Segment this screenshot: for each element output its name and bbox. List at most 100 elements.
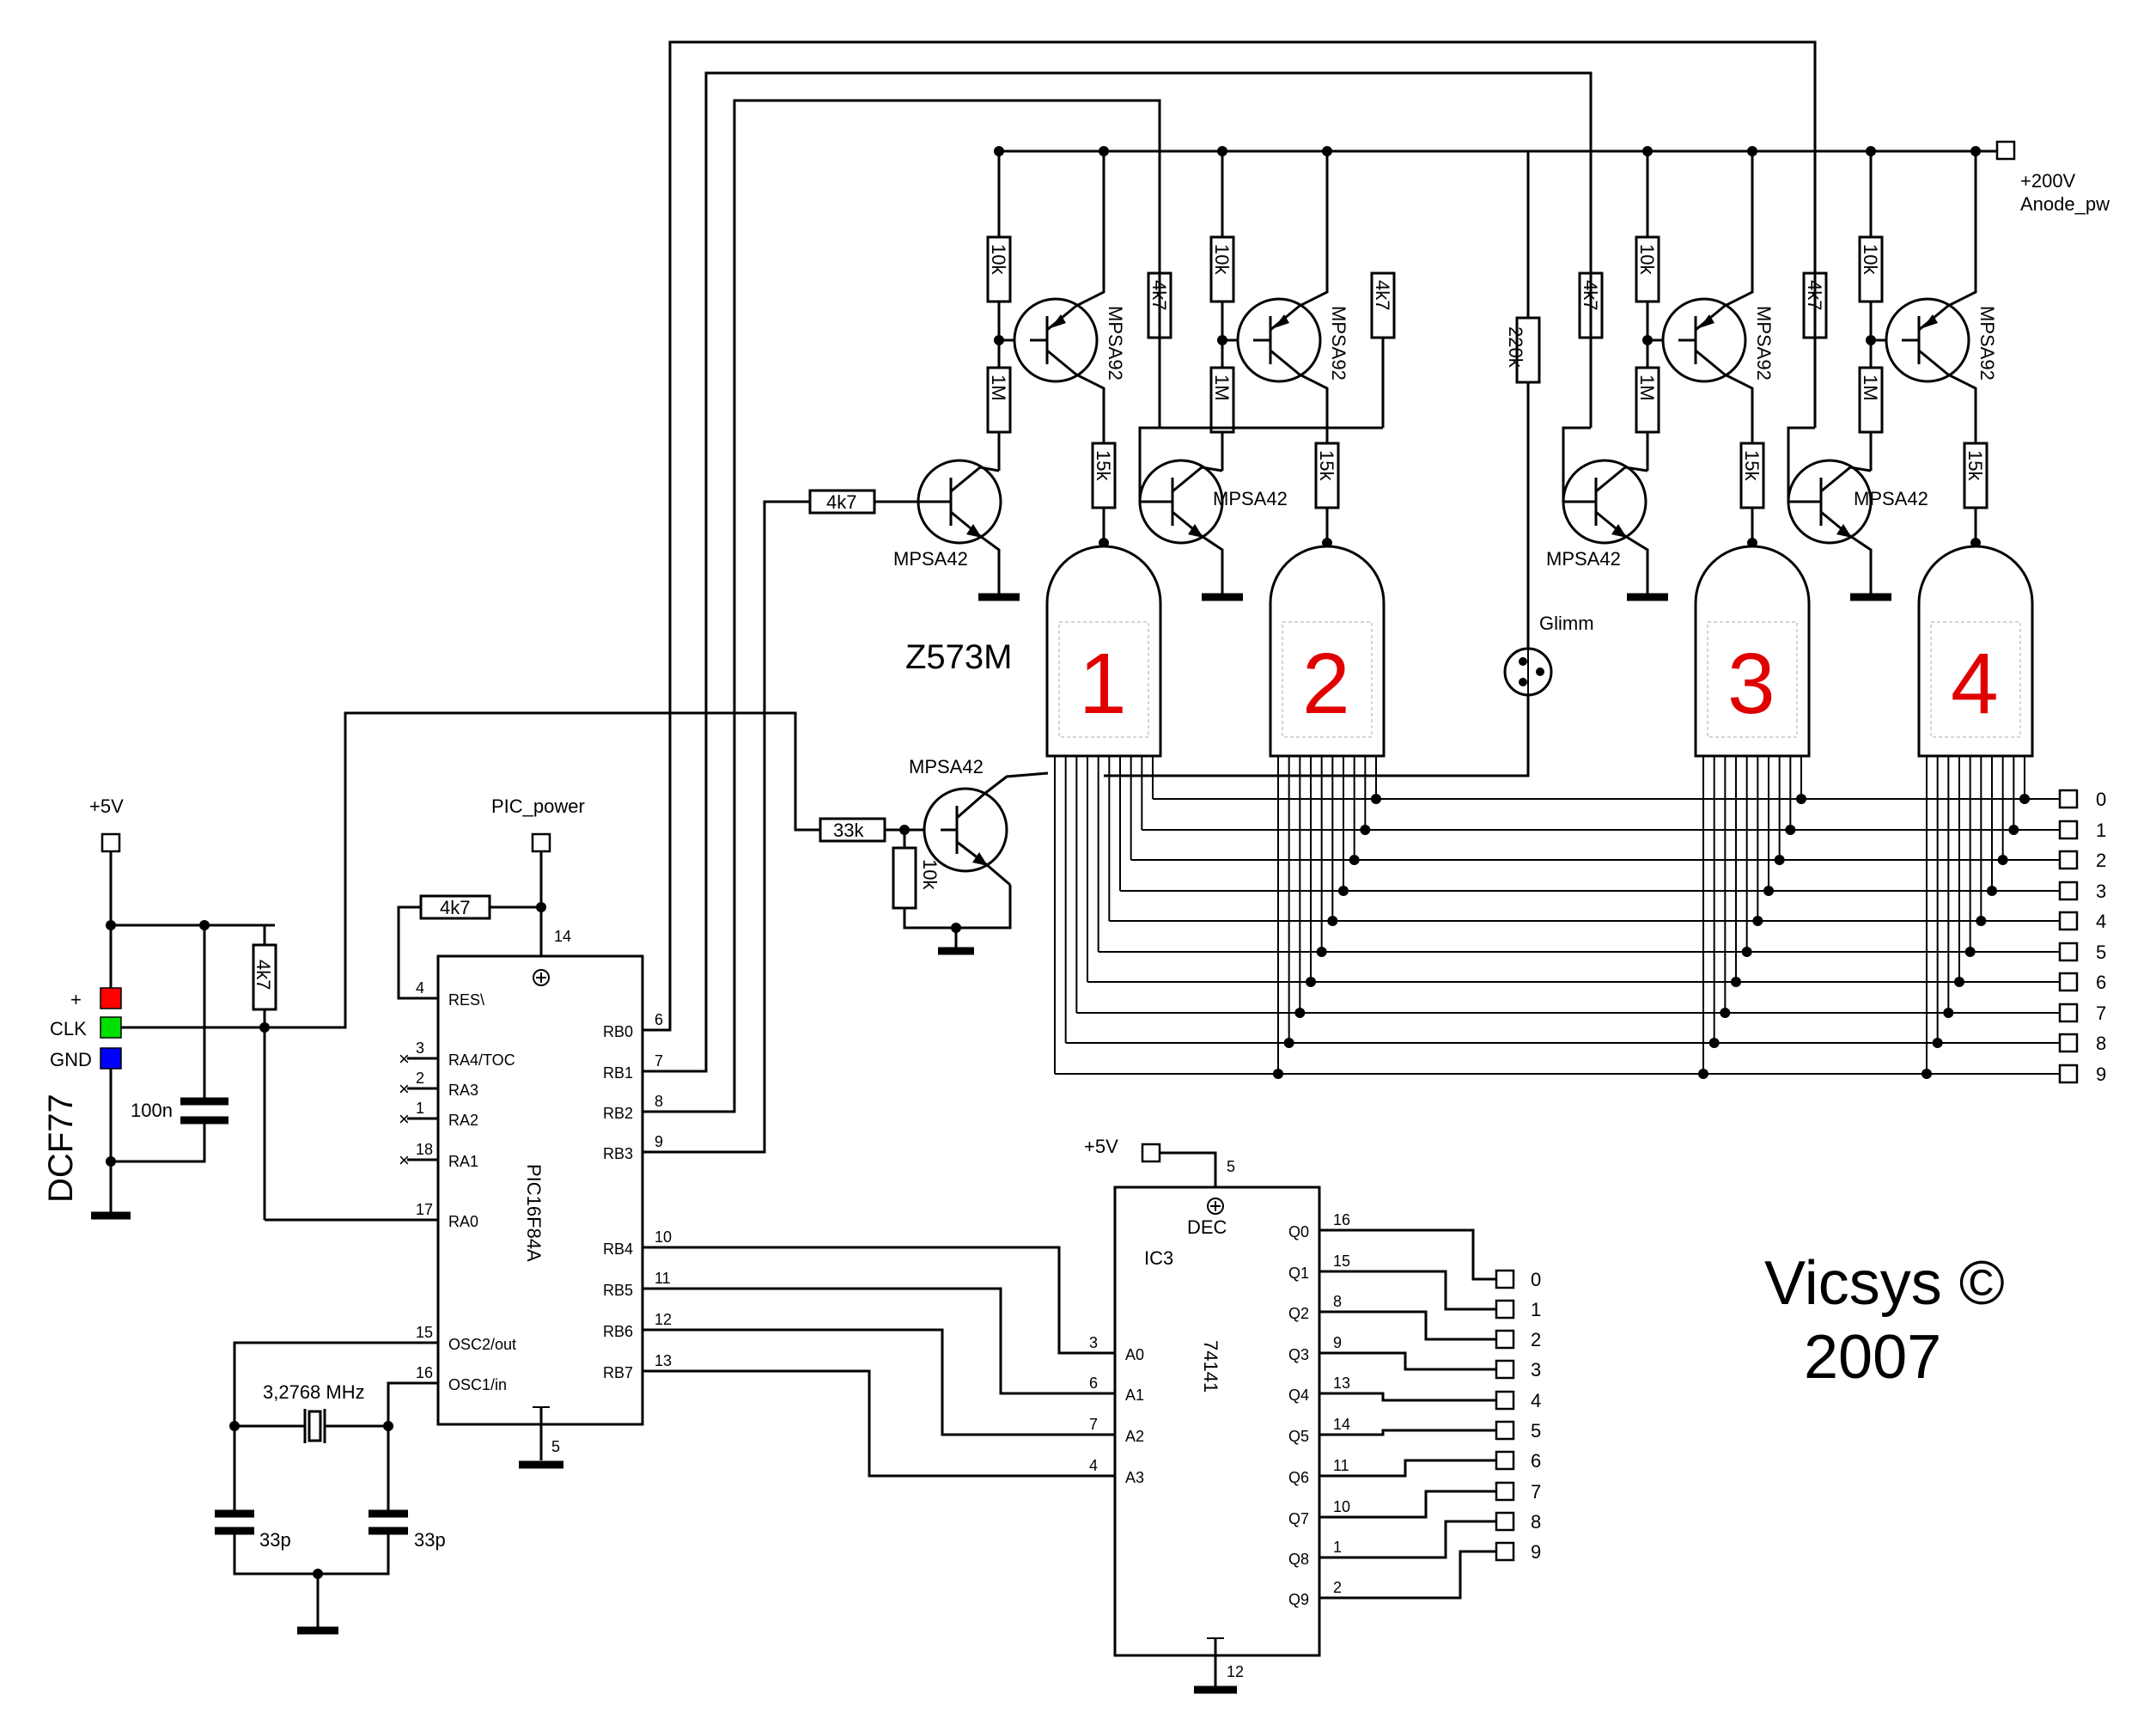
addr-wire-3	[643, 1369, 1115, 1478]
cathode-terminal-5	[2058, 942, 2079, 962]
dec-out-pin-num-3: 9	[1333, 1334, 1342, 1351]
dcf77-label: DCF77	[42, 1094, 80, 1203]
decoder-ref: IC3	[1144, 1247, 1173, 1269]
dec-in-pin-num-1: 6	[1089, 1375, 1098, 1392]
dec-terminal-label-1: 1	[1531, 1299, 1541, 1320]
cathode-terminal-label-3: 3	[2096, 881, 2106, 902]
r-15k-2-label: 15k	[1316, 450, 1337, 481]
r-1m-1-label: 1M	[988, 375, 1009, 401]
pic-left-pin-name-4: RA1	[448, 1153, 478, 1170]
r-10k-blank	[892, 846, 917, 910]
dec-terminal-6	[1495, 1450, 1515, 1471]
tube-window-4	[1930, 621, 2021, 738]
pic-name: PIC16F84A	[523, 1164, 545, 1262]
r-1m-4-label: 1M	[1860, 375, 1881, 401]
tube-cathodes-1	[1054, 756, 1154, 1074]
dcf-gnd-pad	[100, 1047, 122, 1070]
cathode-terminal-label-1: 1	[2096, 820, 2106, 841]
dec-in-pin-num-3: 4	[1089, 1457, 1098, 1474]
cathode-terminal-label-9: 9	[2096, 1064, 2106, 1085]
r-220k	[1515, 316, 1541, 384]
pic-vss-pin-num: 5	[551, 1438, 560, 1455]
crystal	[308, 1410, 322, 1442]
dec-vcc-label: +5V	[1084, 1136, 1118, 1157]
pic-right-pin-num-5: 11	[655, 1270, 671, 1287]
dec-in-pin-num-2: 7	[1089, 1416, 1098, 1433]
wire	[1947, 373, 1977, 443]
addr-wire-1	[643, 1287, 1115, 1395]
pic-right-pin-name-5: RB5	[603, 1282, 633, 1299]
hv-terminal	[1995, 140, 2016, 161]
pic16f84a: PIC_power 4k7 14 PIC16F84A 5 4RES\×3RA4/…	[397, 795, 672, 1469]
pic-left-pin-name-7: OSC1/in	[448, 1376, 507, 1393]
hv-label: +200V	[2020, 170, 2076, 192]
dec-out-pin-num-1: 15	[1333, 1253, 1350, 1270]
hv-rail: +200V Anode_pw	[999, 140, 2110, 215]
npn-arrow	[966, 524, 982, 538]
r-220k-label: 220k	[1505, 326, 1526, 369]
dec-out-pin-name-1: Q1	[1288, 1265, 1309, 1282]
dcf-plus-pad	[100, 987, 122, 1009]
dec-out-wire-1	[1319, 1270, 1496, 1311]
dec-terminal-7	[1495, 1481, 1515, 1502]
nixie-tube-4	[1917, 545, 2034, 758]
pic-left-pin-num-6: 15	[416, 1324, 433, 1341]
dec-terminal-label-2: 2	[1531, 1329, 1541, 1350]
r-15k-1	[1091, 442, 1117, 509]
tube-window-2	[1282, 621, 1373, 738]
pic-right-pin-name-2: RB2	[603, 1105, 633, 1122]
pic-right-pin-name-6: RB6	[603, 1323, 633, 1340]
dec-out-wire-2	[1319, 1310, 1496, 1341]
dec-out-pin-num-7: 10	[1333, 1498, 1350, 1515]
cathode-terminal-label-6: 6	[2096, 972, 2106, 993]
dec-out-wire-6	[1319, 1459, 1496, 1478]
wire	[1172, 466, 1203, 493]
npn-label-3: MPSA42	[1546, 548, 1621, 570]
no-connect-mark: ×	[399, 1108, 410, 1130]
dec-out-pin-name-6: Q6	[1288, 1469, 1309, 1486]
dec-out-wire-9	[1319, 1550, 1496, 1600]
dcf77-section: +5V 100n 4k7 + CLK GND DCF77	[42, 795, 438, 1222]
blank-transistor-label: MPSA42	[909, 756, 984, 777]
r-1m-2-label: 1M	[1211, 375, 1233, 401]
npn-label-4: MPSA42	[1854, 488, 1928, 509]
pnp-transistor-4	[1885, 297, 1970, 383]
dcf-clk-pad	[100, 1016, 122, 1039]
r-15k-3-label: 15k	[1741, 450, 1763, 481]
pic-right-pin-num-6: 12	[655, 1311, 672, 1328]
copyright-text: Vicsys ©	[1764, 1249, 2005, 1318]
wire	[1201, 466, 1223, 472]
pnp-label-1: MPSA92	[1105, 306, 1126, 381]
npn-arrow	[1836, 524, 1852, 538]
vcc-label: +5V	[89, 795, 124, 817]
dec-terminal-3	[1495, 1359, 1515, 1380]
wire	[1075, 373, 1105, 443]
dec-out-pin-num-8: 1	[1333, 1539, 1342, 1556]
blanking-stage: 33k 10k MPSA42	[275, 711, 1049, 1029]
dec-terminal-label-5: 5	[1531, 1420, 1541, 1442]
dec-in-pin-name-0: A0	[1125, 1346, 1144, 1363]
wire	[1849, 534, 1873, 594]
r-33k-label: 33k	[833, 820, 864, 841]
pic-left-pin-num-3: 1	[416, 1100, 424, 1117]
wire	[1201, 534, 1224, 594]
pic-left-pins: 4RES\×3RA4/TOC×2RA3×1RA2×18RA117RA015OSC…	[399, 979, 516, 1393]
no-connect-mark: ×	[399, 1149, 410, 1171]
dec-gnd-pin: 12	[1227, 1663, 1244, 1680]
wire	[1270, 349, 1300, 376]
dec-out-pin-name-7: Q7	[1288, 1510, 1309, 1527]
vcc-terminal	[100, 832, 121, 853]
r-4k7-2-label: 4k7	[1372, 280, 1393, 310]
cathode-terminal-0	[2058, 789, 2079, 809]
r-10k-2-label: 10k	[1211, 244, 1233, 275]
cathode-terminal-1	[2058, 820, 2079, 840]
wire	[1138, 426, 1383, 503]
pnp-label-2: MPSA92	[1328, 306, 1349, 381]
pnp-arrow	[1922, 314, 1938, 328]
